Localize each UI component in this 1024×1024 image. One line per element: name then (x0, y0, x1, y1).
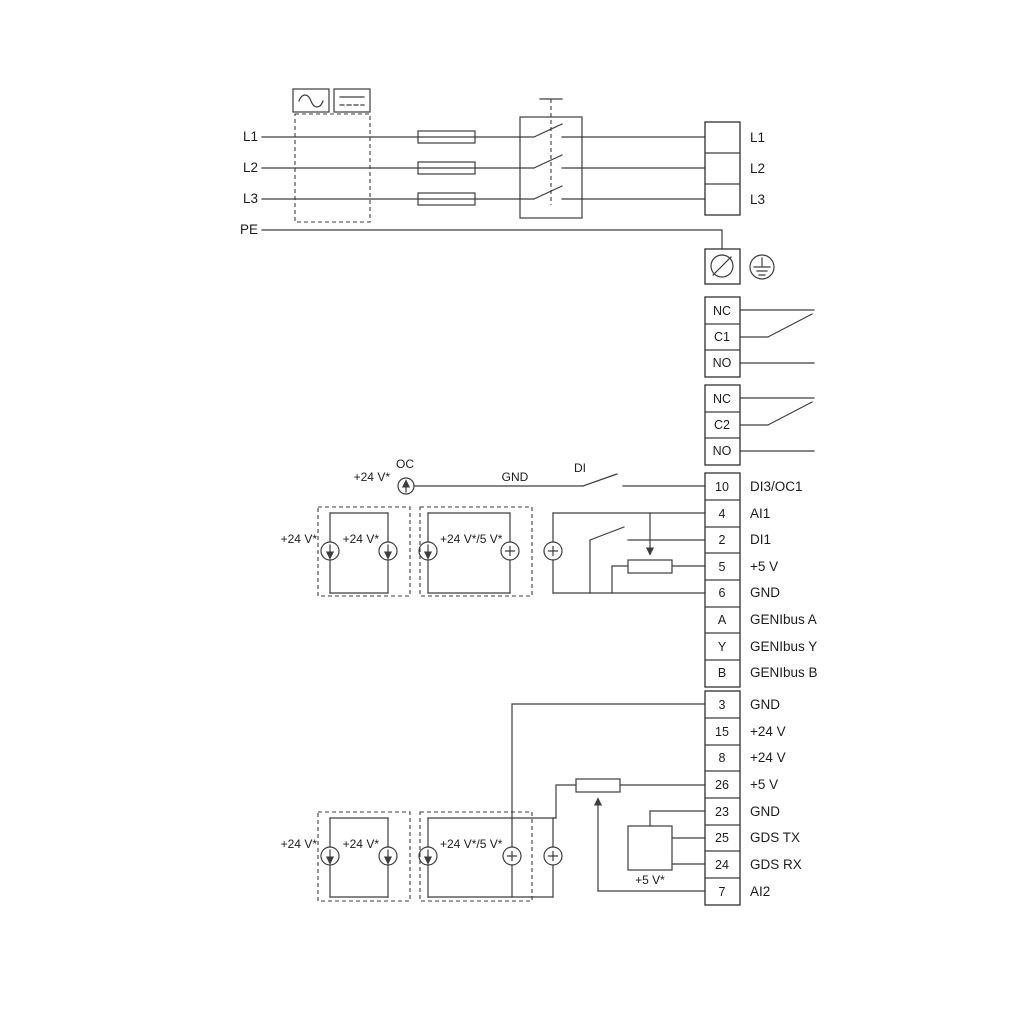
circle-plus-source-icon (500, 541, 563, 561)
main-switch-icon (519, 98, 583, 219)
source-label: +24 V* (343, 532, 380, 546)
io-pin: Y (718, 640, 727, 654)
mains-line-label: L1 (243, 129, 258, 144)
io-pin-label: +24 V (750, 724, 786, 739)
io-pin-label: GND (750, 697, 780, 712)
io-pin-label: AI2 (750, 884, 770, 899)
relay2-pin: C2 (714, 418, 730, 432)
io-pin: 25 (715, 831, 729, 845)
pe-label: PE (240, 222, 258, 237)
relay2-contact-icon (739, 397, 815, 452)
io-terminal-block-top: 10 4 2 5 6 A Y B DI3/OC1 AI1 DI1 +5 V GN… (704, 472, 818, 688)
io-pin-label: GND (750, 585, 780, 600)
io-pin: 6 (719, 586, 726, 600)
source-label: +24 V* (281, 837, 318, 851)
source-option-box (419, 506, 533, 597)
potentiometer-icon (555, 778, 706, 892)
source-option-box (317, 811, 411, 902)
source-wires (329, 512, 554, 594)
io-pin-label: GDS TX (750, 830, 800, 845)
current-source-arrow-icon (320, 846, 438, 866)
mains-terminal-block: L1 L2 L3 (704, 121, 765, 216)
io-pin-label: GENIbus B (750, 665, 818, 680)
mains-wires (261, 136, 723, 250)
io-pin-label: +5 V (750, 559, 778, 574)
relay1-pin: NO (713, 356, 732, 370)
relay2-block: NC C2 NO (704, 384, 815, 466)
io-top-wiring: +24 V* OC GND DI +24 V* +24 V* +24 V*/5 … (281, 457, 706, 597)
source-label: +24 V* (281, 532, 318, 546)
io-pin-label: +5 V (750, 777, 778, 792)
sensor-box-icon (627, 825, 706, 871)
io-pin: 4 (719, 507, 726, 521)
io-pin: 7 (719, 885, 726, 899)
io-pin-label: GENIbus A (750, 612, 817, 627)
pe-screw-terminal-icon (704, 248, 741, 285)
mains-line-label: L3 (243, 191, 258, 206)
mains-terminal-label: L3 (750, 192, 765, 207)
io-pin: 23 (715, 805, 729, 819)
relay2-pin: NC (713, 392, 731, 406)
source-label: +24 V* (343, 837, 380, 851)
potentiometer-icon (611, 512, 706, 594)
earth-ground-icon (749, 254, 775, 280)
source-label: +24 V*/5 V* (440, 837, 503, 851)
io-pin: 3 (719, 698, 726, 712)
current-source-arrow-icon (320, 541, 438, 561)
di1-switch-wire (589, 526, 706, 594)
io-pin-label: +24 V (750, 750, 786, 765)
current-source-arrow-icon (397, 477, 415, 495)
relay1-pin: C1 (714, 330, 730, 344)
relay1-pin: NC (713, 304, 731, 318)
io-pin: B (718, 666, 726, 680)
mains-line-label: L2 (243, 160, 258, 175)
io-pin: 24 (715, 858, 729, 872)
io-pin: 8 (719, 751, 726, 765)
io-terminal-block-bottom: 3 15 8 26 23 25 24 7 GND +24 V +24 V +5 … (704, 690, 802, 906)
source-label: +24 V*/5 V* (440, 532, 503, 546)
io-pin: 26 (715, 778, 729, 792)
gnd-feed-wire (511, 703, 706, 819)
io-pin: 15 (715, 725, 729, 739)
mains-terminal-label: L2 (750, 161, 765, 176)
v24-annotation: +24 V* (354, 470, 391, 484)
relay1-contact-icon (739, 309, 815, 364)
sensor-supply-label: +5 V* (635, 873, 665, 887)
filter-option-box (294, 113, 371, 223)
relay1-block: NC C1 NO (704, 296, 815, 378)
io-pin-label: DI3/OC1 (750, 479, 803, 494)
io-pin: 10 (715, 480, 729, 494)
io-pin-label: GDS RX (750, 857, 802, 872)
dc-voltage-icon (333, 88, 371, 113)
source-option-box (317, 506, 411, 597)
di-annotation: DI (574, 461, 586, 475)
io-pin-label: AI1 (750, 506, 770, 521)
gnd-annotation: GND (502, 470, 529, 484)
io-pin: A (718, 613, 727, 627)
mains-terminal-label: L1 (750, 130, 765, 145)
io-pin-label: DI1 (750, 532, 771, 547)
source-vertical-wires (329, 817, 554, 898)
io-pin: 5 (719, 560, 726, 574)
io-pin: 2 (719, 533, 726, 547)
source-option-box (419, 811, 533, 902)
io-pin-label: GND (750, 804, 780, 819)
circle-plus-source-icon (502, 846, 563, 866)
source-bus-wires (329, 817, 557, 898)
io-pin-label: GENIbus Y (750, 639, 817, 654)
relay2-pin: NO (713, 444, 732, 458)
mains-input-section: L1 L2 L3 PE (240, 88, 775, 285)
sensor-gnd-wire (649, 810, 706, 827)
io-bottom-wiring: +24 V* +24 V* +24 V*/5 V* (281, 703, 706, 902)
fuse-icon (417, 130, 476, 206)
di3-oc1-wire (413, 473, 706, 487)
ac-waveform-icon (292, 88, 330, 113)
oc-annotation: OC (396, 457, 414, 471)
